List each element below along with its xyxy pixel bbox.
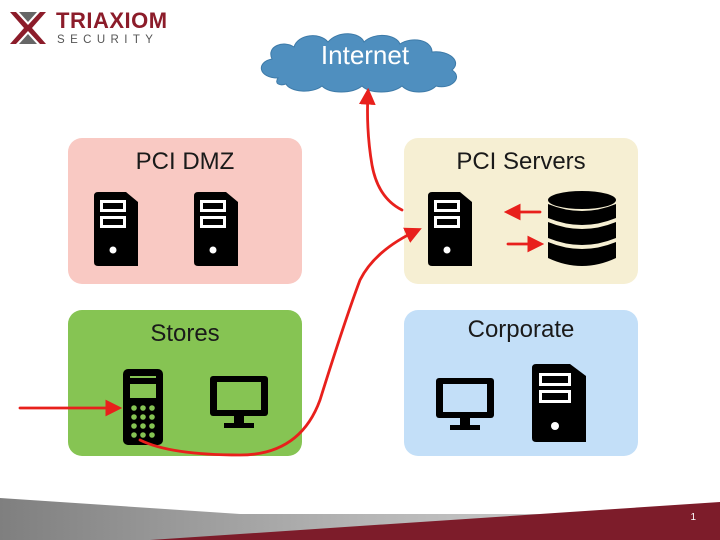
triaxiom-logo-icon xyxy=(10,12,46,44)
internet-cloud: Internet xyxy=(250,26,480,96)
server-icon xyxy=(194,192,238,266)
server-icon xyxy=(532,364,586,442)
payment-terminal-icon xyxy=(123,369,163,445)
zone-title: PCI Servers xyxy=(456,148,586,175)
logo-name: TRIAXIOM xyxy=(56,8,168,33)
server-icon xyxy=(94,192,138,266)
slide-number: 1 xyxy=(690,512,696,523)
server-to-internet-arrow xyxy=(358,87,404,212)
zone-pci-dmz: PCI DMZ xyxy=(68,138,302,284)
zone-title: Corporate xyxy=(467,316,575,343)
zone-pci-servers: PCI Servers xyxy=(404,138,638,284)
logo-subtitle: SECURITY xyxy=(57,34,159,46)
zone-title: Stores xyxy=(150,320,220,347)
server-icon xyxy=(428,192,472,266)
database-icon xyxy=(548,191,616,266)
footer-band xyxy=(0,498,720,540)
logo: TRIAXIOM SECURITY xyxy=(6,6,176,54)
cloud-icon xyxy=(261,33,458,93)
zone-stores: Stores xyxy=(68,310,302,456)
zone-corporate: Corporate xyxy=(404,310,638,456)
internet-label: Internet xyxy=(320,40,410,70)
monitor-icon xyxy=(436,378,494,430)
monitor-icon xyxy=(210,376,268,428)
zone-title: PCI DMZ xyxy=(135,148,235,175)
